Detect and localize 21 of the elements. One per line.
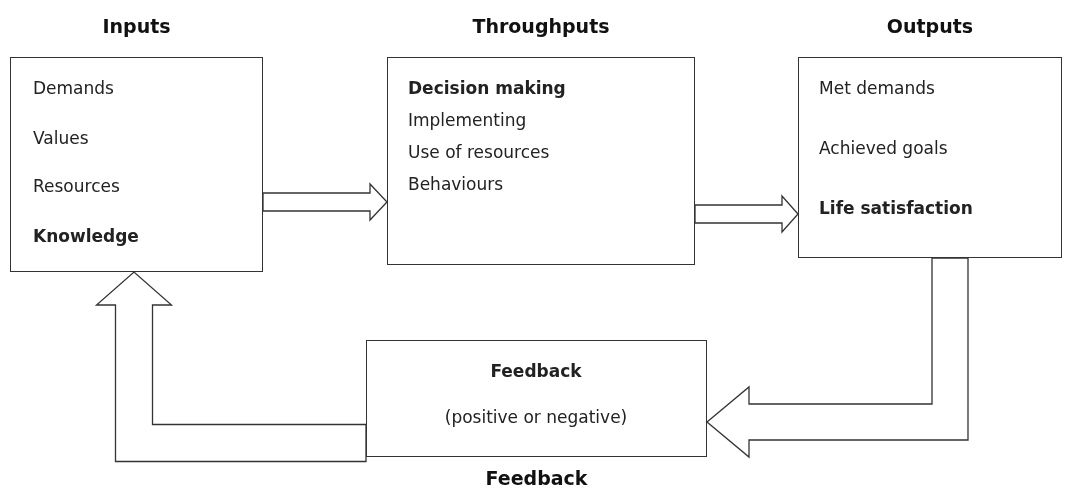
- list-item: Values: [33, 128, 89, 148]
- block-arrow: [706, 257, 969, 459]
- block-arrow: [694, 194, 799, 234]
- block-arrow: [94, 271, 367, 463]
- block-arrow: [262, 182, 388, 222]
- column-heading: Outputs: [885, 15, 975, 37]
- column-heading: Inputs: [101, 15, 172, 37]
- column-heading: Throughputs: [471, 15, 611, 37]
- list-item: Resources: [33, 176, 120, 196]
- list-item: (positive or negative): [443, 407, 629, 427]
- list-item: Decision making: [408, 78, 566, 98]
- list-item: Met demands: [819, 78, 935, 98]
- list-item: Achieved goals: [819, 138, 948, 158]
- list-item: Implementing: [408, 110, 527, 130]
- list-item: Use of resources: [408, 142, 550, 162]
- list-item: Knowledge: [33, 226, 139, 246]
- list-item: Behaviours: [408, 174, 504, 194]
- list-item: Life satisfaction: [819, 198, 973, 218]
- list-item: Feedback: [489, 361, 583, 381]
- caption-heading: Feedback: [484, 467, 589, 489]
- list-item: Demands: [33, 78, 114, 98]
